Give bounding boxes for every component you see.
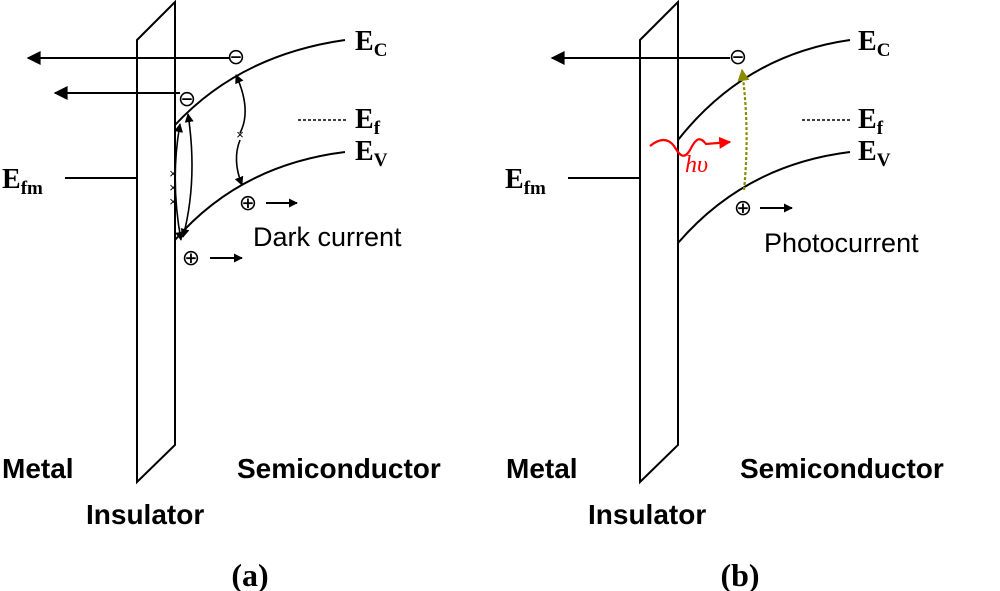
trap-marker-3-a: × xyxy=(169,194,177,209)
optical-transition-b xyxy=(737,68,750,191)
ec-label-b: EC xyxy=(858,26,890,61)
metal-label-b: Metal xyxy=(506,453,578,484)
electron-symbol-b: ⊖ xyxy=(729,44,747,69)
efm-label-a: Efm xyxy=(2,164,43,199)
semiconductor-label-a: Semiconductor xyxy=(237,453,441,484)
electron-symbol-top-a: ⊖ xyxy=(227,44,245,69)
trap-marker-1-a: × xyxy=(169,166,177,181)
photon-wave-b xyxy=(649,136,732,157)
trap-transition-bulk-a xyxy=(235,74,246,134)
efm-label-b: Efm xyxy=(505,164,546,199)
panel-b: hυ ⊖ ⊕ EC Ef EV Efm Photocurrent Metal I… xyxy=(505,0,944,591)
insulator-label-b: Insulator xyxy=(588,499,706,530)
trap-transition-left-a xyxy=(174,123,184,241)
dark-current-label: Dark current xyxy=(253,222,402,252)
insulator-barrier-a xyxy=(136,0,176,485)
metal-label-a: Metal xyxy=(2,453,74,484)
ev-label-b: EV xyxy=(858,136,891,171)
electron-symbol-second-a: ⊖ xyxy=(178,86,196,111)
trap-transition-bulk-lower-a xyxy=(234,139,244,186)
panel-a: ⊖ ⊖ ⊕ ⊕ × × × × EC Ef EV Efm Dark curren… xyxy=(2,0,441,591)
ev-label-a: EV xyxy=(355,136,388,171)
panel-label-b: (b) xyxy=(720,557,759,591)
photon-label-b: hυ xyxy=(685,152,708,178)
panel-label-a: (a) xyxy=(231,557,268,591)
trap-transition-mid-a xyxy=(180,113,194,238)
ec-label-a: EC xyxy=(355,26,387,61)
semiconductor-label-b: Semiconductor xyxy=(740,453,944,484)
ef-label-b: Ef xyxy=(858,104,884,139)
photocurrent-label: Photocurrent xyxy=(764,228,919,258)
hole-symbol-upper-a: ⊕ xyxy=(239,190,257,215)
valence-band-b xyxy=(677,151,851,244)
insulator-barrier-b xyxy=(639,0,679,485)
hole-symbol-b: ⊕ xyxy=(734,195,752,220)
insulator-label-a: Insulator xyxy=(86,499,204,530)
trap-marker-2-a: × xyxy=(169,180,177,195)
trap-marker-bulk-a: × xyxy=(236,127,244,142)
conduction-band-a xyxy=(174,39,346,126)
ef-label-a: Ef xyxy=(355,104,381,139)
conduction-band-b xyxy=(677,39,851,141)
hole-symbol-lower-a: ⊕ xyxy=(182,245,200,270)
